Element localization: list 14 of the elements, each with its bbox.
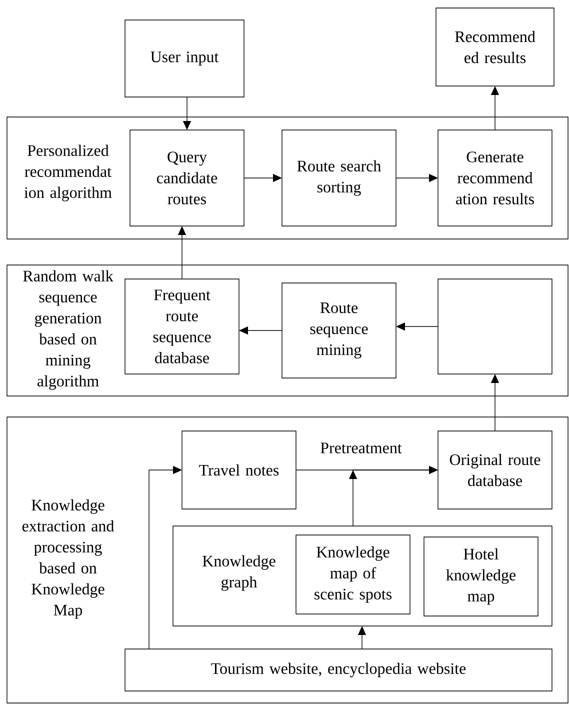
process-box: Recommend ed results — [436, 8, 554, 86]
process-box: Route search sorting — [282, 130, 396, 226]
process-box: Original route database — [438, 430, 552, 510]
empty-box — [438, 278, 552, 374]
process-box: Travel notes — [182, 430, 296, 510]
process-box: Knowledge map of scenic spots — [296, 534, 410, 614]
process-box: User input — [124, 20, 244, 98]
process-box: Hotel knowledge map — [424, 536, 538, 616]
process-box: Frequent route sequence database — [124, 278, 240, 374]
process-box: Generate recommend ation results — [438, 130, 552, 226]
process-box: Query candidate routes — [130, 130, 244, 226]
process-box: Route sequence mining — [282, 282, 396, 378]
edge-label: Pretreatment — [320, 442, 402, 454]
process-box: Tourism website, encyclopedia website — [124, 648, 552, 692]
